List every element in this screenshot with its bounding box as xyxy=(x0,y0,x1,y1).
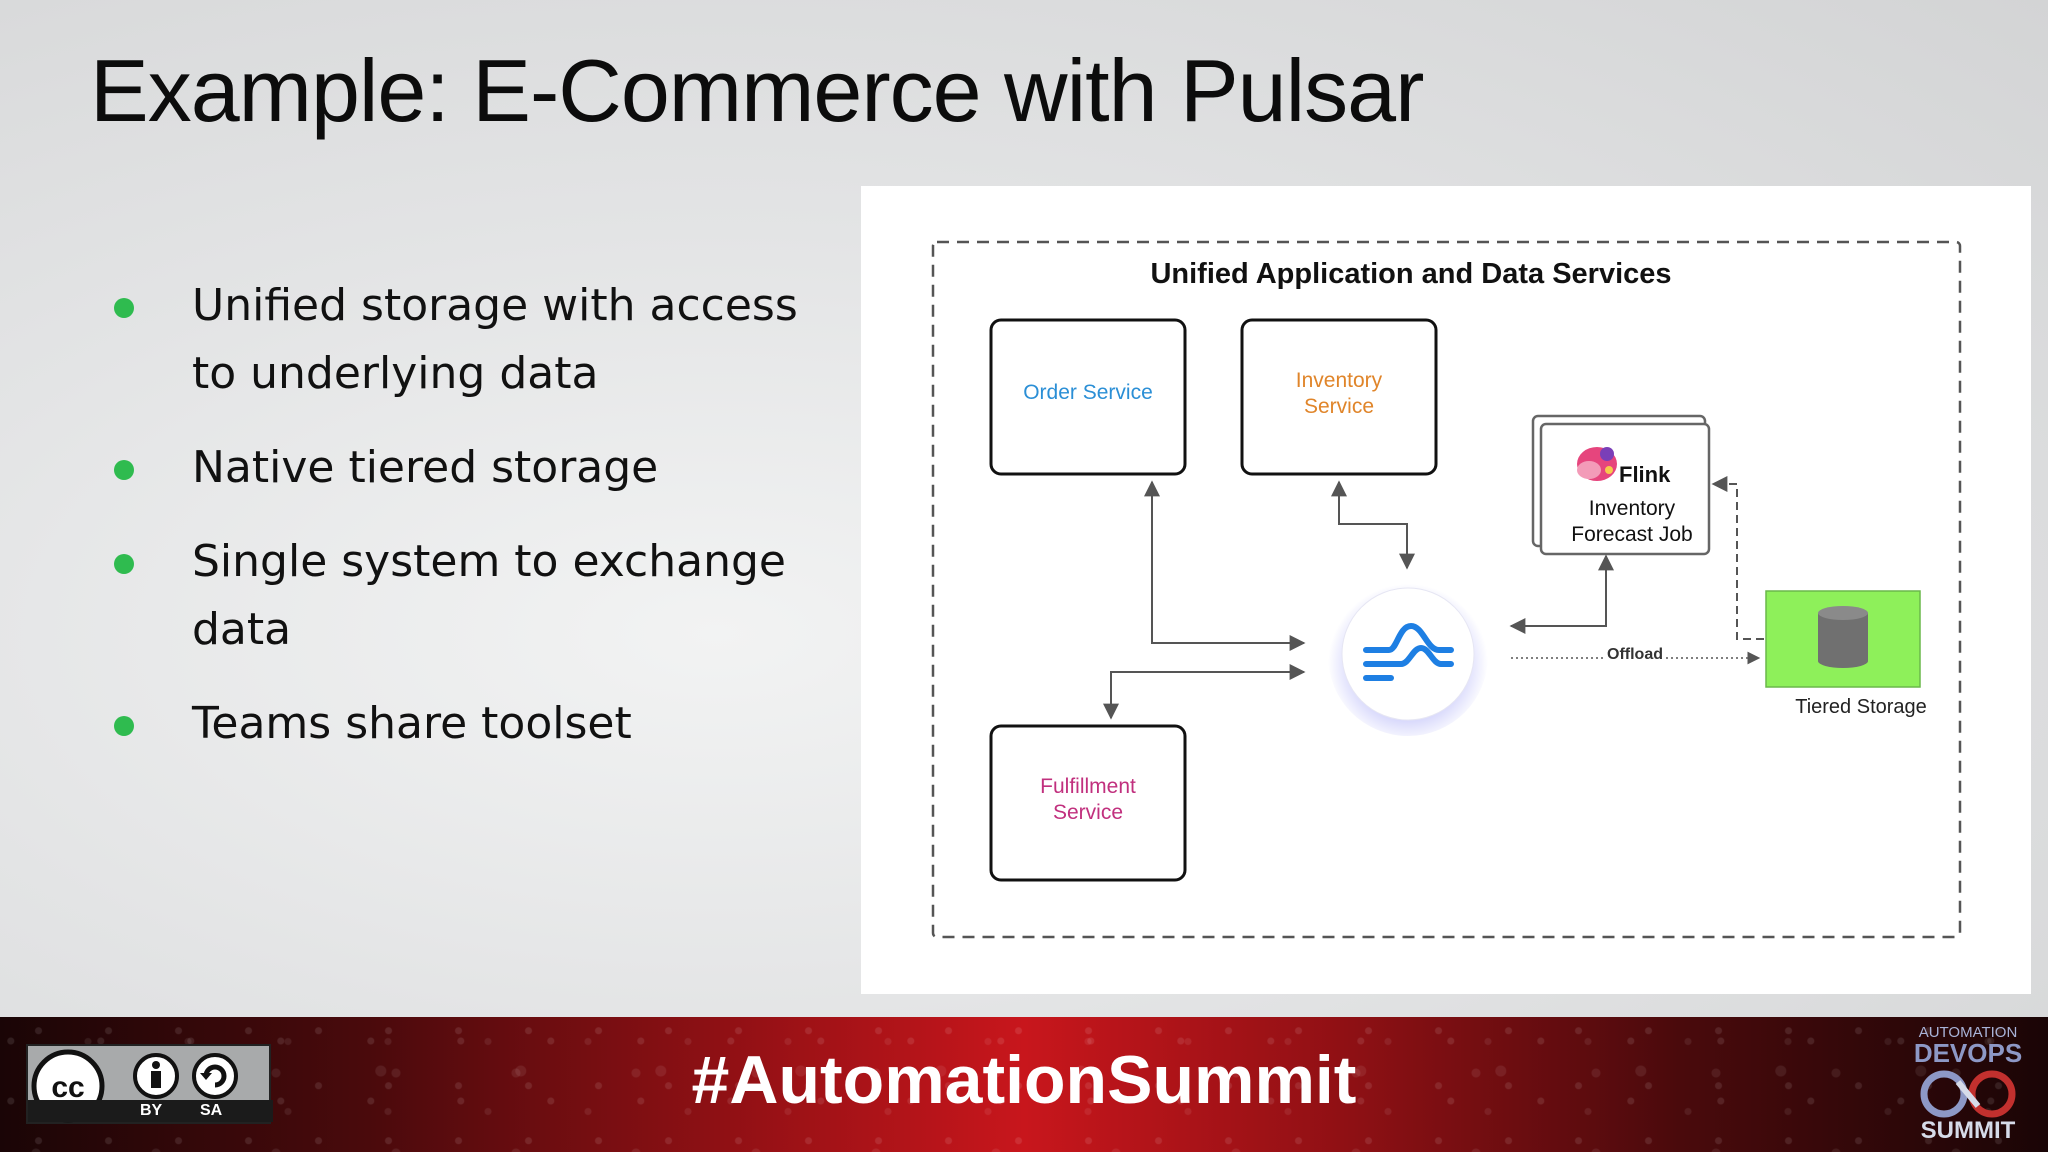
cc-license-icons: cc xyxy=(31,1049,238,1123)
slide-title: Example: E-Commerce with Pulsar xyxy=(90,41,1424,140)
license-sa-label: SA xyxy=(200,1102,223,1119)
database-cylinder-icon xyxy=(1818,606,1868,668)
bullet-text: Single system to exchange data xyxy=(192,536,786,655)
pulsar-hub xyxy=(1341,587,1475,721)
bullet-text: Teams share toolset xyxy=(192,698,632,749)
cc-license-badge: cc BY SA xyxy=(26,1044,273,1124)
fulfillment-service-label-line: Fulfillment xyxy=(1040,775,1136,798)
bullet-item: Teams share toolset xyxy=(110,690,810,758)
fulfillment-to-pulsar-connector xyxy=(1103,664,1306,720)
cc-label-strip xyxy=(28,1100,273,1122)
forecast-job-label-line: Forecast Job xyxy=(1571,523,1693,546)
inventory-service-box xyxy=(1240,318,1438,476)
diagram-panel: Unified Application and Data Services Or… xyxy=(861,186,2031,994)
bullet-item: Unified storage with access to underlyin… xyxy=(110,272,810,408)
order-service-label: Order Service xyxy=(1023,381,1153,404)
bullet-dot-icon xyxy=(114,716,134,736)
bullet-list: Unified storage with access to underlyin… xyxy=(110,272,810,784)
architecture-diagram xyxy=(931,240,1962,939)
bullet-item: Single system to exchange data xyxy=(110,528,810,664)
sa-share-alike-icon xyxy=(192,1053,238,1099)
inventory-service-label: Inventory Service xyxy=(1242,368,1436,420)
logo-line-automation: AUTOMATION xyxy=(1918,1024,2018,1041)
flink-label: Flink xyxy=(1619,462,1671,487)
license-by-label: BY xyxy=(140,1102,163,1119)
fulfillment-service-box xyxy=(989,724,1187,882)
bullet-dot-icon xyxy=(114,298,134,318)
logo-line-summit: SUMMIT xyxy=(1920,1117,2016,1144)
footer-banner: cc BY SA #AutomationSummit AUTOMATION DE… xyxy=(0,1017,2048,1152)
bullet-text: Unified storage with access to underlyin… xyxy=(192,280,798,399)
forecast-job-label-line: Inventory xyxy=(1588,497,1676,520)
flink-squirrel-icon xyxy=(1577,447,1617,481)
fulfillment-service-label: Fulfillment Service xyxy=(991,774,1185,826)
diagram-title: Unified Application and Data Services xyxy=(1150,258,1672,290)
bullet-dot-icon xyxy=(114,554,134,574)
order-to-pulsar-connector xyxy=(1144,480,1306,651)
pulsar-to-flink-connector xyxy=(1509,554,1614,634)
unified-services-frame xyxy=(931,240,1962,939)
bullet-item: Native tiered storage xyxy=(110,434,810,502)
inventory-service-label-line: Inventory xyxy=(1295,369,1383,392)
summit-gear-icon xyxy=(1920,1070,2016,1118)
storage-to-flink-connector xyxy=(1711,476,1764,640)
inventory-to-pulsar-connector xyxy=(1331,480,1415,570)
fulfillment-service-label-line: Service xyxy=(1052,801,1124,824)
svg-text:cc: cc xyxy=(51,1071,84,1104)
forecast-job-label: Inventory Forecast Job xyxy=(1541,496,1723,548)
event-hashtag: #AutomationSummit xyxy=(691,1042,1357,1118)
pulsar-logo-icon xyxy=(1363,622,1454,681)
inventory-service-label-line: Service xyxy=(1303,395,1375,418)
order-service-box xyxy=(989,318,1187,476)
bullet-dot-icon xyxy=(114,460,134,480)
tiered-storage-label: Tiered Storage xyxy=(1795,696,1927,718)
summit-logo: AUTOMATION DEVOPS SUMMIT xyxy=(1908,1025,2028,1147)
by-attribution-icon xyxy=(133,1053,179,1099)
bullet-text: Native tiered storage xyxy=(192,442,659,493)
offload-label: Offload xyxy=(1605,646,1665,664)
logo-line-devops: DEVOPS xyxy=(1913,1038,2023,1068)
